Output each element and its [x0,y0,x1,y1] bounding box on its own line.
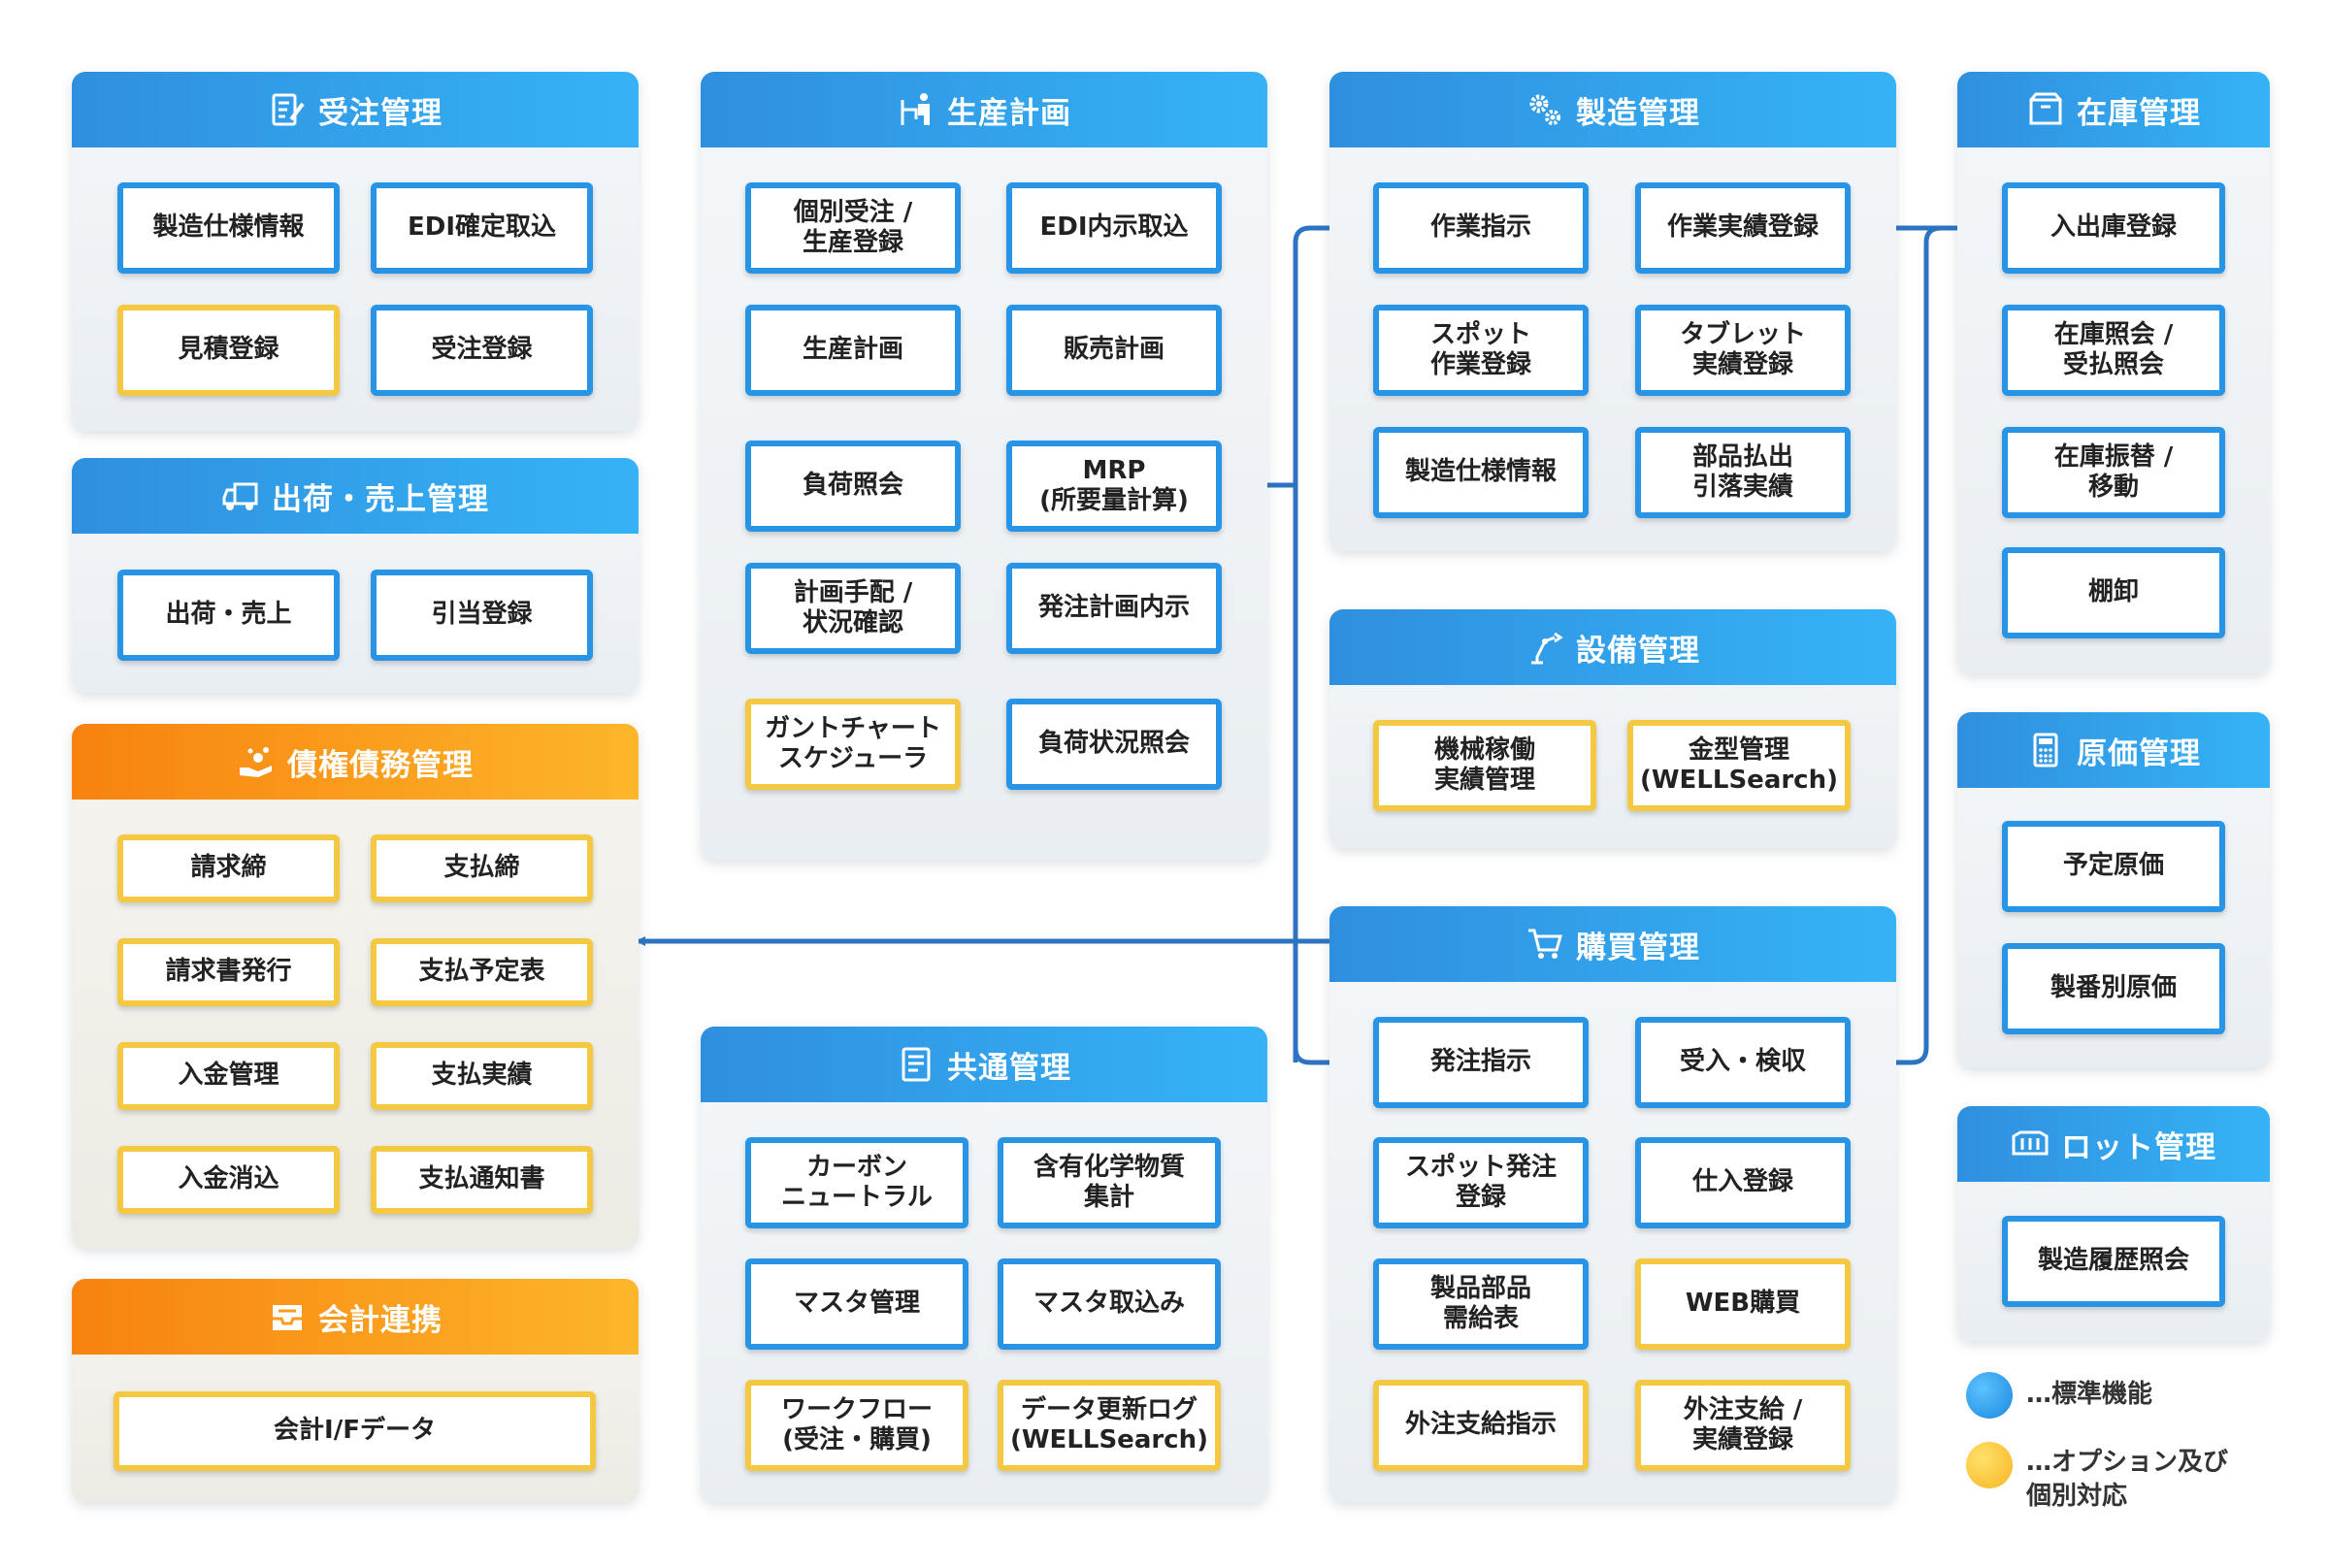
box-outsource-result[interactable]: 外注支給 / 実績登録 [1635,1380,1851,1471]
panel-manufacturing-title: 製造管理 [1576,95,1700,131]
box-estimate[interactable]: 見積登録 [117,305,340,396]
gears-icon [1529,94,1560,125]
panel-inventory-header: 在庫管理 [1957,72,2270,147]
calculator-icon [2033,733,2058,768]
panel-common-header: 共通管理 [701,1027,1267,1102]
document-icon [902,1047,931,1082]
panel-accounting-header: 会計連携 [72,1279,639,1355]
panel-order-title: 受注管理 [318,95,443,131]
panel-shipping-title: 出荷・売上管理 [272,481,489,517]
order-form-icon [272,93,305,126]
box-stocktaking[interactable]: 棚卸 [2002,547,2225,638]
panel-receivables-title: 債権債務管理 [287,747,474,783]
cart-icon [1528,929,1562,959]
legend-optional-label: …オプション及び 個別対応 [2026,1448,2229,1512]
box-billing-close[interactable]: 請求締 [117,834,340,902]
panel-shipping-header: 出荷・売上管理 [72,458,639,534]
panel-equipment-header: 設備管理 [1329,609,1896,685]
box-load-status[interactable]: 負荷状況照会 [1006,699,1222,790]
panel-planning-header: 生産計画 [701,72,1267,147]
box-stock-in-out[interactable]: 入出庫登録 [2002,182,2225,274]
box-master-import[interactable]: マスタ取込み [998,1258,1221,1350]
box-purchase-entry[interactable]: 仕入登録 [1635,1137,1851,1228]
panel-planning-title: 生産計画 [947,95,1071,131]
box-carbon-neutral[interactable]: カーボン ニュートラル [745,1137,968,1228]
box-invoice-issue[interactable]: 請求書発行 [117,938,340,1006]
box-order-plan-forecast[interactable]: 発注計画内示 [1006,563,1222,654]
box-order-spec[interactable]: 製造仕様情報 [117,182,340,274]
box-planned-cost[interactable]: 予定原価 [2002,821,2225,912]
pallet-icon [2012,1130,2049,1156]
panel-order-header: 受注管理 [72,72,639,147]
panel-cost-title: 原価管理 [2077,735,2201,771]
box-icon [2029,92,2062,125]
box-tablet-result[interactable]: タブレット 実績登録 [1635,305,1851,396]
box-payment-schedule[interactable]: 支払予定表 [371,938,593,1006]
panel-accounting-title: 会計連携 [318,1302,443,1338]
box-mold-management[interactable]: 金型管理 (WELLSearch) [1627,720,1851,811]
robot-arm-icon [1531,632,1563,665]
box-spot-order[interactable]: スポット発注 登録 [1373,1137,1589,1228]
panel-cost-header: 原価管理 [1957,712,2270,788]
box-stock-transfer[interactable]: 在庫振替 / 移動 [2002,427,2225,518]
truck-icon [222,482,258,510]
box-edi-forecast[interactable]: EDI内示取込 [1006,182,1222,274]
panel-lot-title: ロット管理 [2061,1129,2216,1165]
box-shipping-sales[interactable]: 出荷・売上 [117,570,340,661]
box-mfg-spec[interactable]: 製造仕様情報 [1373,427,1589,518]
box-receiving[interactable]: 受入・検収 [1635,1017,1851,1108]
box-individual-order[interactable]: 個別受注 / 生産登録 [745,182,961,274]
panel-purchasing-title: 購買管理 [1576,930,1700,965]
box-work-instruction[interactable]: 作業指示 [1373,182,1589,274]
box-production-plan[interactable]: 生産計画 [745,305,961,396]
panel-receivables-header: 債権債務管理 [72,724,639,800]
box-load-inquiry[interactable]: 負荷照会 [745,441,961,532]
box-job-cost[interactable]: 製番別原価 [2002,943,2225,1034]
panel-equipment-title: 設備管理 [1576,633,1700,669]
box-parts-issue[interactable]: 部品払出 引落実績 [1635,427,1851,518]
box-sales-plan[interactable]: 販売計画 [1006,305,1222,396]
panel-common-title: 共通管理 [947,1050,1071,1086]
box-payment-results[interactable]: 支払実績 [371,1042,593,1110]
box-payment-close[interactable]: 支払締 [371,834,593,902]
box-production-history[interactable]: 製造履歴照会 [2002,1216,2225,1307]
box-receipt-management[interactable]: 入金管理 [117,1042,340,1110]
box-edi-confirm[interactable]: EDI確定取込 [371,182,593,274]
legend-standard-label: …標準機能 [2026,1380,2153,1409]
box-chemical-aggregate[interactable]: 含有化学物質 集計 [998,1137,1221,1228]
box-order-entry[interactable]: 受注登録 [371,305,593,396]
box-receipt-reconcile[interactable]: 入金消込 [117,1146,340,1214]
box-payment-notice[interactable]: 支払通知書 [371,1146,593,1214]
panel-manufacturing-header: 製造管理 [1329,72,1896,147]
box-gantt-scheduler[interactable]: ガントチャート スケジューラ [745,699,961,790]
panel-lot-header: ロット管理 [1957,1106,2270,1182]
box-stock-inquiry[interactable]: 在庫照会 / 受払照会 [2002,305,2225,396]
box-mrp[interactable]: MRP (所要量計算) [1006,441,1222,532]
box-purchase-order[interactable]: 発注指示 [1373,1017,1589,1108]
box-master-management[interactable]: マスタ管理 [745,1258,968,1350]
box-outsource-instruction[interactable]: 外注支給指示 [1373,1380,1589,1471]
box-data-update-log[interactable]: データ更新ログ (WELLSearch) [998,1380,1221,1471]
box-workflow[interactable]: ワークフロー (受注・購買) [745,1380,968,1471]
hand-coins-icon [240,747,272,777]
box-plan-arrangement[interactable]: 計画手配 / 状況確認 [745,563,961,654]
legend-standard-dot [1966,1372,2013,1419]
panel-purchasing-header: 購買管理 [1329,906,1896,982]
box-work-result[interactable]: 作業実績登録 [1635,182,1851,274]
box-accounting-if[interactable]: 会計I/Fデータ [114,1391,596,1471]
tray-icon [273,1305,302,1330]
box-supply-demand[interactable]: 製品部品 需給表 [1373,1258,1589,1350]
legend-optional-dot [1966,1442,2013,1488]
box-spot-work[interactable]: スポット 作業登録 [1373,305,1589,396]
box-machine-operation[interactable]: 機械稼働 実績管理 [1373,720,1596,811]
worker-icon [901,93,930,125]
panel-inventory-title: 在庫管理 [2077,95,2201,131]
box-allocation[interactable]: 引当登録 [371,570,593,661]
box-web-purchase[interactable]: WEB購買 [1635,1258,1851,1350]
